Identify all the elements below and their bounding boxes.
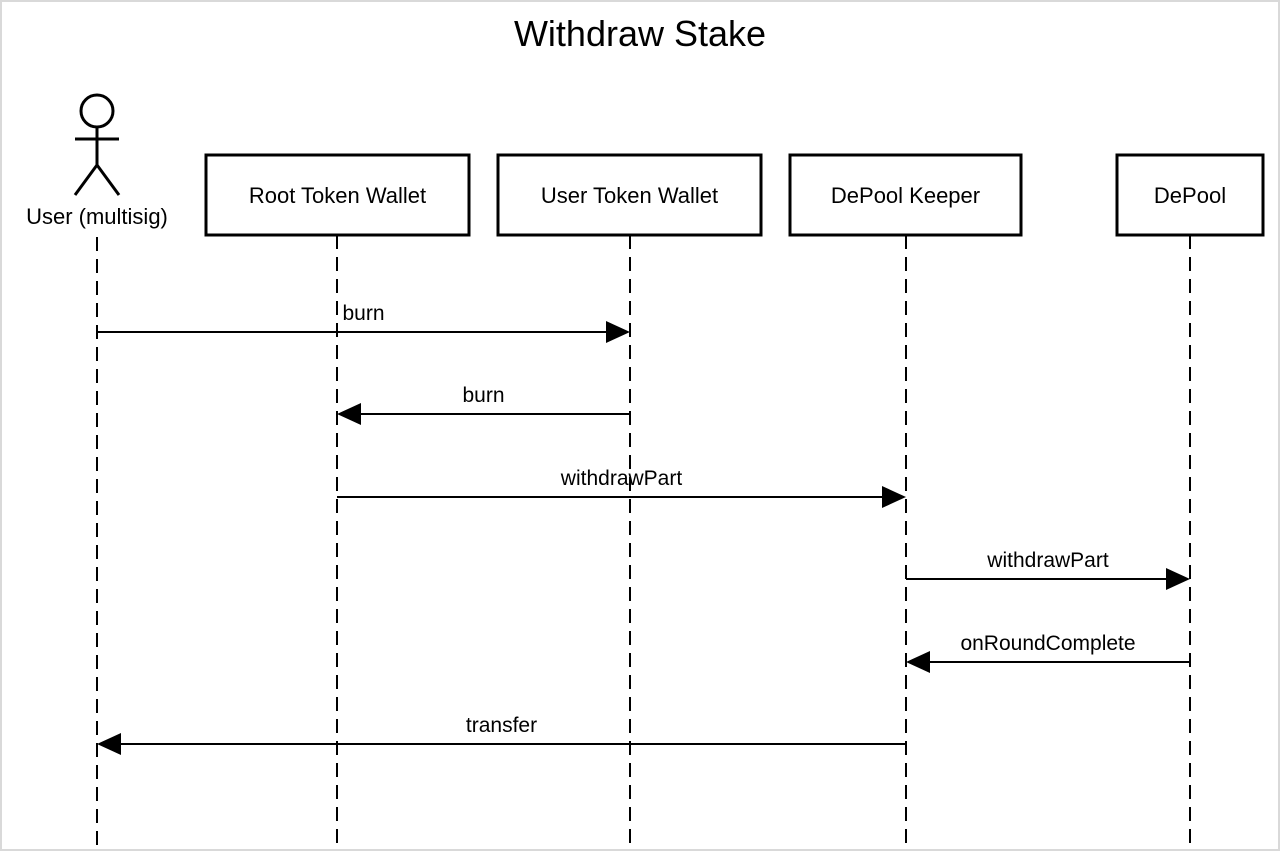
message-1: burn <box>97 302 630 343</box>
participant-root: Root Token Wallet <box>204 153 471 237</box>
participant-label: DePool Keeper <box>831 183 980 208</box>
participant-label: User (multisig) <box>26 204 168 229</box>
message-label: burn <box>342 302 384 325</box>
message-4: withdrawPart <box>906 549 1190 590</box>
message-2: burn <box>337 384 630 425</box>
arrowhead-icon <box>1166 568 1190 590</box>
arrowhead-icon <box>882 486 906 508</box>
participant-box <box>788 153 1023 237</box>
participant-box <box>496 153 763 237</box>
participant-label: Root Token Wallet <box>249 183 426 208</box>
message-label: transfer <box>466 714 537 737</box>
participant-keeper: DePool Keeper <box>788 153 1023 237</box>
message-label: withdrawPart <box>560 467 683 490</box>
participants: User (multisig) Root Token Wallet User Tok… <box>26 93 1265 237</box>
arrowhead-icon <box>97 733 121 755</box>
participant-label: DePool <box>1154 183 1226 208</box>
participant-label: User Token Wallet <box>541 183 718 208</box>
participant-utw: User Token Wallet <box>496 153 763 237</box>
message-5: onRoundComplete <box>906 632 1190 673</box>
diagram-title: Withdraw Stake <box>514 13 766 54</box>
participant-user: User (multisig) <box>26 93 168 229</box>
message-label: withdrawPart <box>986 549 1109 572</box>
message-3: withdrawPart <box>337 467 906 508</box>
participant-box <box>204 153 471 237</box>
arrowhead-icon <box>906 651 930 673</box>
participant-depool: DePool <box>1115 153 1265 237</box>
lifelines <box>96 235 1191 845</box>
message-label: onRoundComplete <box>960 632 1135 655</box>
arrowhead-icon <box>337 403 361 425</box>
participant-box <box>1115 153 1265 237</box>
messages: burn burn withdrawPart withdrawPart onRoundC… <box>97 302 1190 755</box>
arrowhead-icon <box>606 321 630 343</box>
message-label: burn <box>462 384 504 407</box>
message-6: transfer <box>97 714 906 755</box>
actor-stick-figure-icon <box>73 93 121 196</box>
